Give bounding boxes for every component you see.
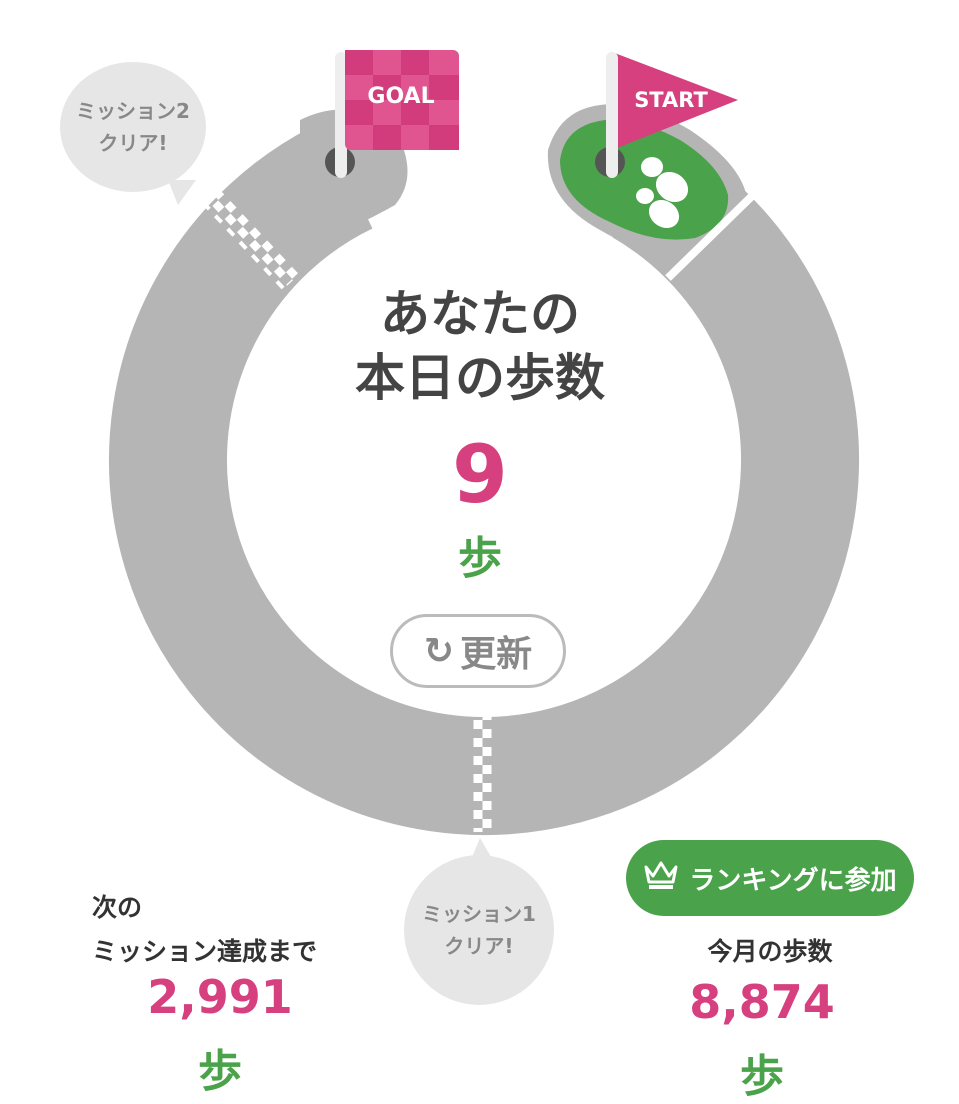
monthly-steps-unit: 歩 (740, 1051, 784, 1102)
start-flag-label: START (634, 88, 708, 112)
next-mission-line2: ミッション達成まで (92, 937, 318, 966)
mission2-bubble-line2: クリア! (98, 131, 168, 155)
crown-icon (643, 859, 679, 898)
mission1-bubble-line2: クリア! (444, 934, 514, 958)
checkered-line-mission2 (195, 181, 299, 291)
join-ranking-label: ランキングに参加 (689, 865, 897, 896)
mission2-clear-bubble: ミッション2 クリア! (60, 62, 206, 192)
next-mission-unit: 歩 (198, 1046, 242, 1097)
goal-flag-icon (335, 50, 459, 178)
today-steps-title: あなたの 本日の歩数 (280, 282, 680, 410)
mission2-bubble-tail (168, 180, 196, 205)
goal-flag-label: GOAL (367, 84, 435, 109)
next-mission-steps: 2,991 (147, 970, 293, 1024)
today-steps-value: 9 (452, 428, 508, 521)
mission1-clear-bubble: ミッション1 クリア! (404, 855, 554, 1005)
next-mission-line1: 次の (92, 893, 143, 922)
refresh-icon: ↻ (423, 630, 455, 672)
walking-course-ring (108, 50, 859, 862)
checkered-line-mission1 (473, 702, 492, 832)
mission1-bubble-line1: ミッション1 (422, 902, 536, 926)
start-line (665, 193, 755, 281)
footprints-icon (636, 157, 689, 229)
refresh-button[interactable]: ↻ 更新 (390, 614, 566, 688)
next-mission-label: 次の ミッション達成まで (92, 886, 317, 974)
mission2-bubble-line1: ミッション2 (76, 99, 190, 123)
title-line1: あなたの (380, 285, 580, 343)
join-ranking-button[interactable]: ランキングに参加 (626, 840, 914, 916)
monthly-steps-label: 今月の歩数 (707, 937, 833, 966)
start-green (560, 119, 729, 240)
start-flag-icon (606, 52, 738, 178)
monthly-steps-value: 8,874 (689, 975, 835, 1029)
title-line2: 本日の歩数 (355, 349, 605, 407)
today-steps-unit: 歩 (458, 533, 502, 584)
refresh-label: 更新 (460, 634, 533, 675)
